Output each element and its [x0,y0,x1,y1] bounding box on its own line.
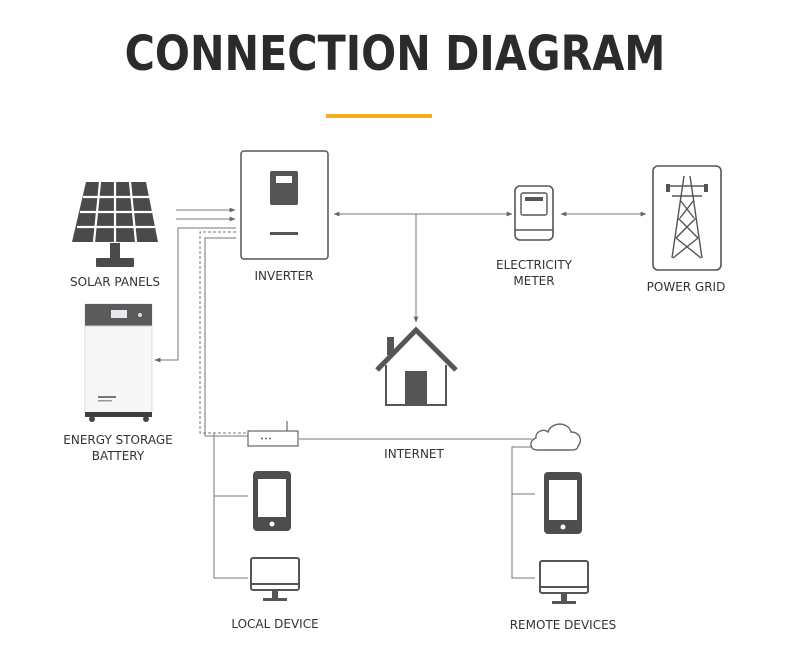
power-grid-label: POWER GRID [646,280,726,294]
connection-lines [154,207,647,579]
cloud-icon [530,423,582,451]
monitor-icon [250,557,300,601]
internet-label: INTERNET [384,447,444,461]
inverter-to-battery-line [154,227,236,363]
battery-label-line2: BATTERY [91,449,145,463]
solar-panels-label: SOLAR PANELS [70,275,160,289]
remote-devices-branch [511,446,540,579]
remote-devices-label: REMOTE DEVICES [509,618,617,632]
local-devices-branch [213,433,248,579]
electricity-meter-label-line2: METER [513,274,555,288]
smartphone-icon [253,471,291,531]
solar-panel-icon [72,181,158,267]
remote-monitor-icon [539,560,589,604]
remote-smartphone-icon [544,472,582,534]
title-accent-bar [326,114,432,118]
router-icon [247,421,299,447]
inverter-comm-dashed-line [199,231,248,434]
battery-label-line1: ENERGY STORAGE [63,433,173,447]
page-title: CONNECTION DIAGRAM [124,26,666,82]
electricity-meter-label-line1: ELECTRICITY [495,258,572,272]
local-device-label: LOCAL DEVICE [231,617,319,631]
house-icon [375,326,458,406]
battery-cabinet-icon [84,303,153,422]
inverter-label: INVERTER [254,269,314,283]
inverter-comm-solid-line [204,237,248,437]
power-tower-icon [652,165,722,271]
electricity-meter-icon [514,185,554,241]
inverter-icon [240,150,329,260]
